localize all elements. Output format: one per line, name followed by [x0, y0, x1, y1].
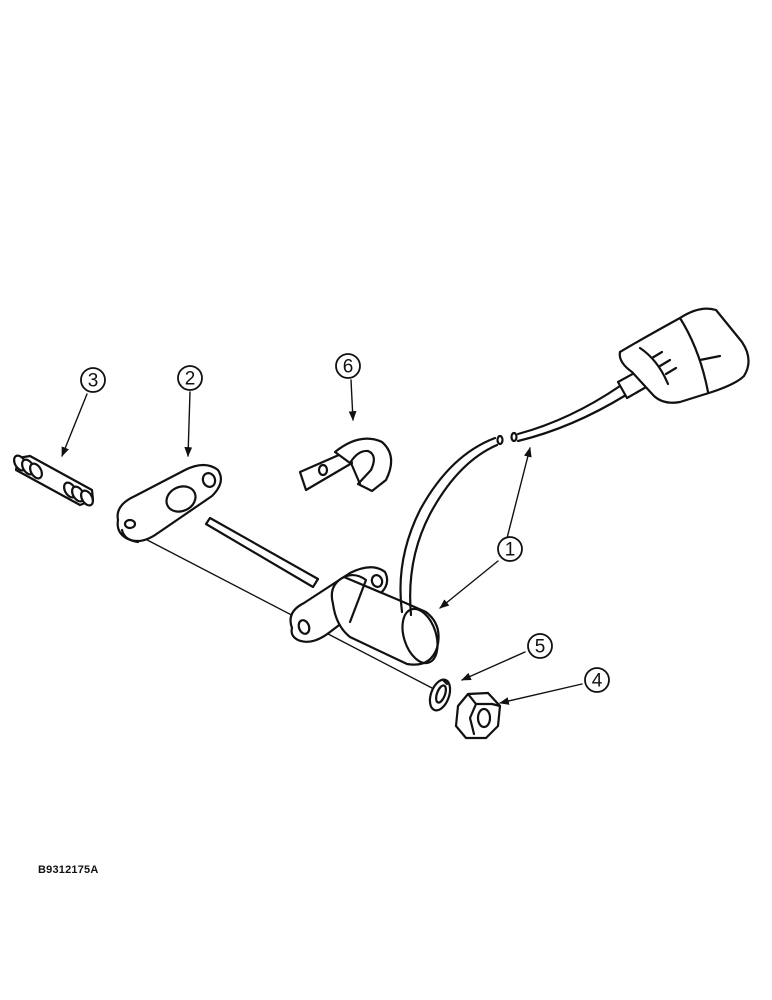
assembly-axis-line [127, 529, 433, 689]
callout-2-label: 2 [185, 369, 196, 390]
callout-3: 3 [80, 367, 106, 393]
part-1-solenoid [204, 307, 750, 666]
callout-6-label: 6 [343, 357, 354, 378]
callout-2: 2 [177, 365, 203, 391]
part-5-lock-washer [428, 678, 452, 712]
part-3-stud [13, 454, 95, 507]
callout-6: 6 [335, 353, 361, 379]
callout-4: 4 [584, 667, 610, 693]
callout-1: 1 [497, 536, 523, 562]
part-4-hex-nut [454, 691, 502, 740]
callout-1-label: 1 [505, 540, 516, 561]
callout-5: 5 [527, 633, 553, 659]
callout-3-label: 3 [88, 371, 99, 392]
figure-code: B9312175A [38, 864, 99, 876]
part-2-gasket [116, 463, 223, 544]
callout-4-label: 4 [592, 671, 603, 692]
part-6-clip [298, 437, 393, 493]
callout-5-label: 5 [535, 637, 546, 658]
leader-lines [61, 379, 583, 705]
